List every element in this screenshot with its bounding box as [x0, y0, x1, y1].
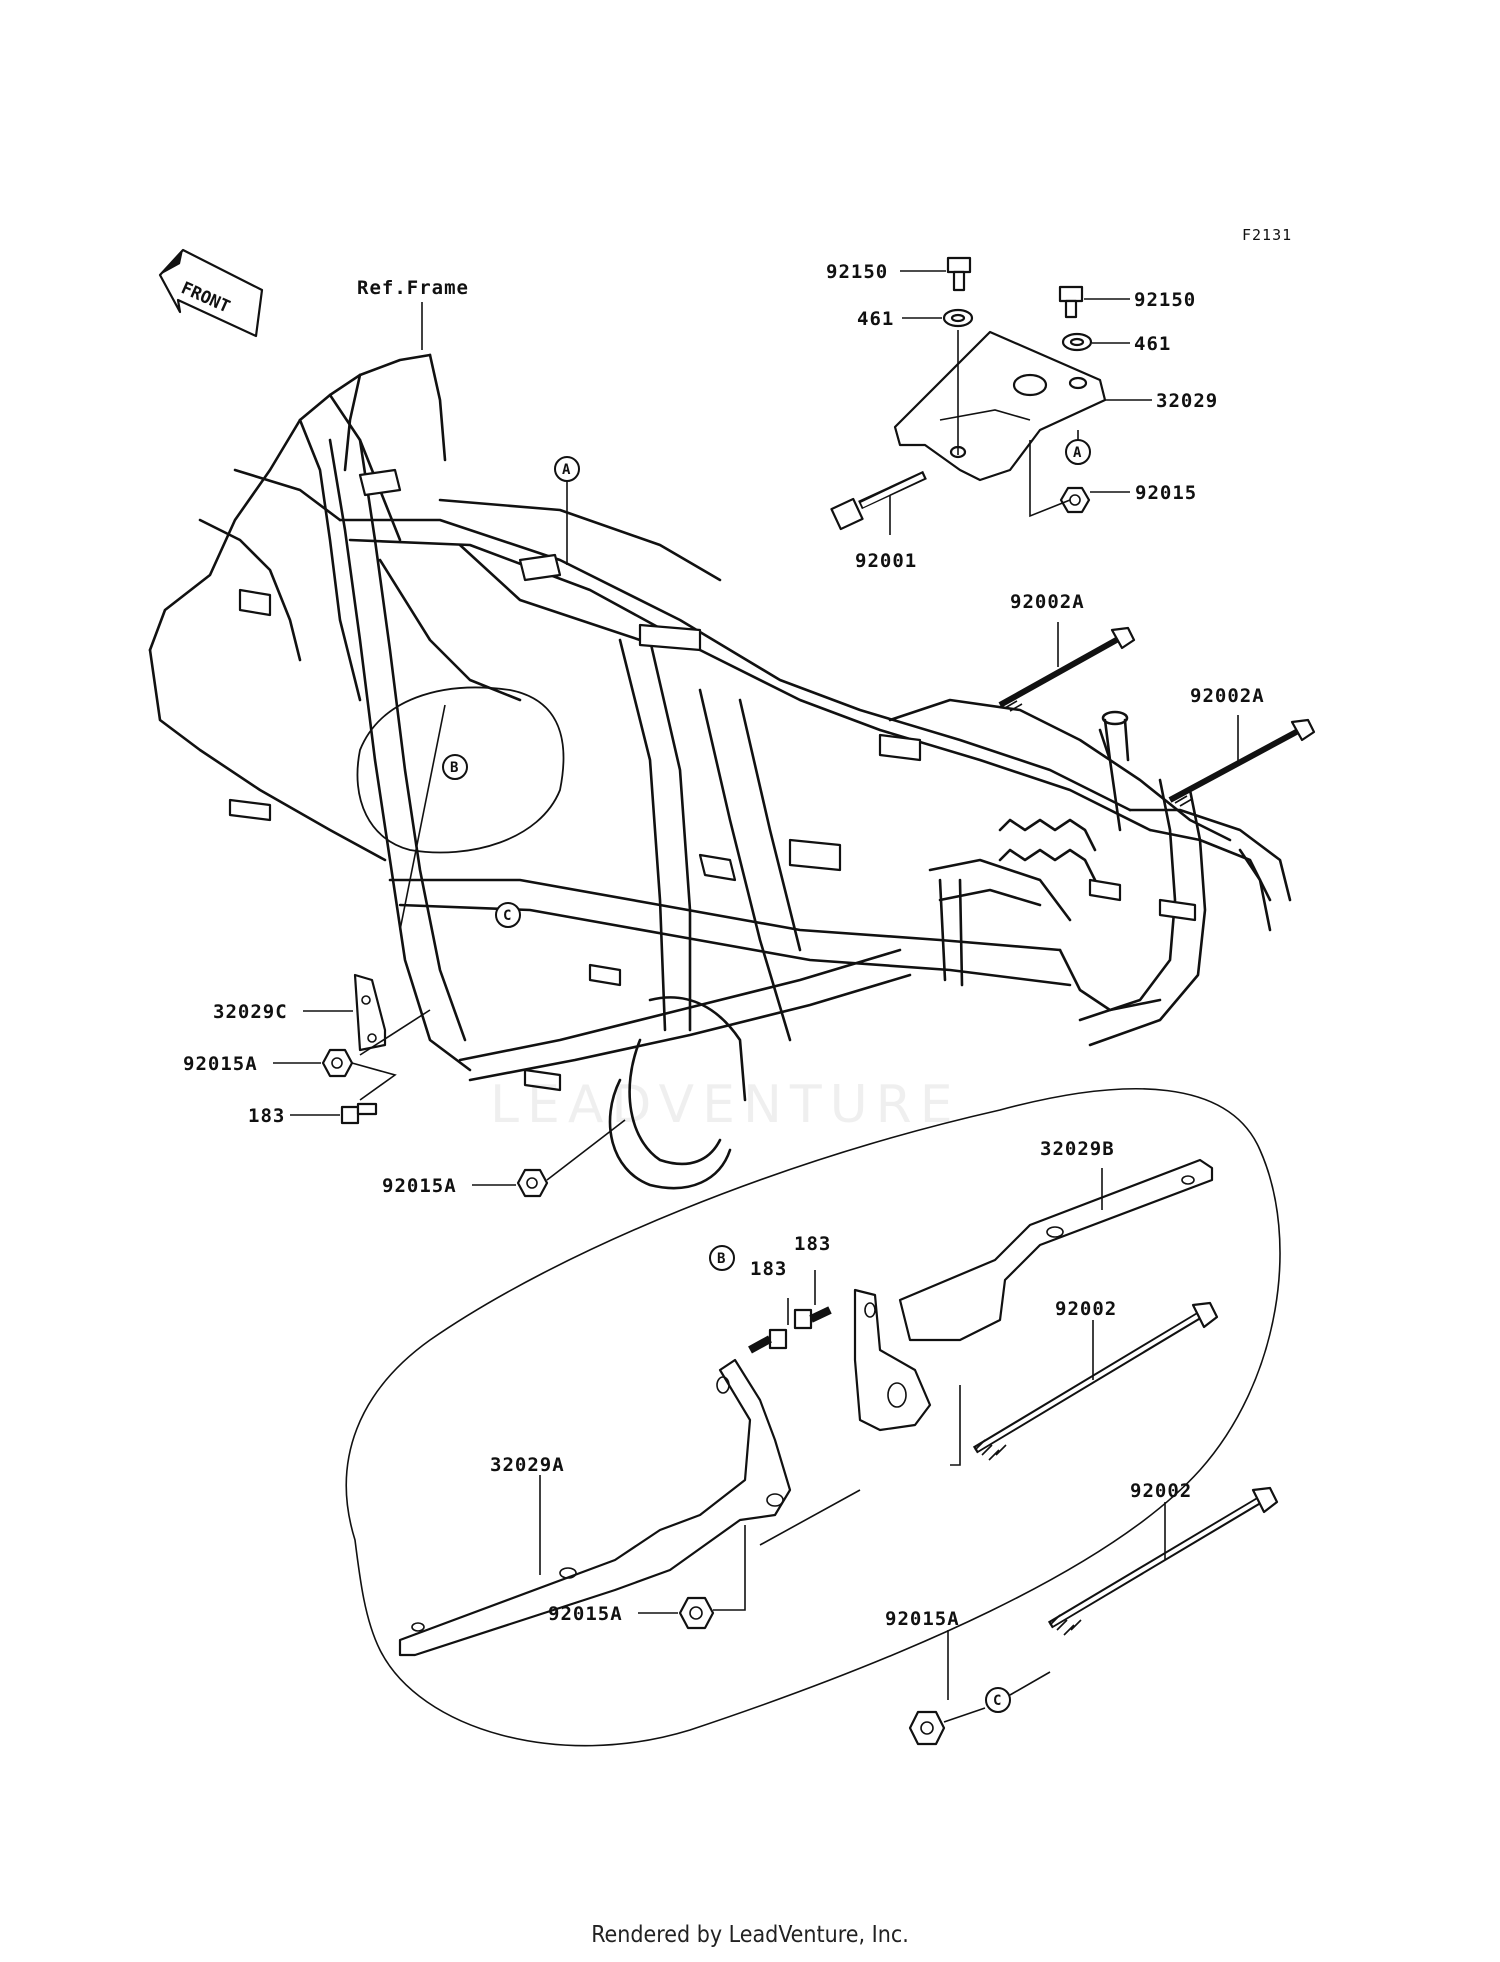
- label-461-left: 461: [857, 308, 894, 330]
- figure-id: F2131: [1242, 226, 1292, 244]
- bolt-183-inset-b: [793, 1306, 832, 1330]
- svg-text:B: B: [717, 1251, 725, 1267]
- svg-text:A: A: [562, 462, 571, 478]
- label-32029: 32029: [1156, 390, 1218, 412]
- washer-461-left: [942, 308, 974, 328]
- bolt-92001: [830, 470, 927, 531]
- label-92150-left: 92150: [826, 261, 888, 283]
- nut-92015A-inset: [678, 1596, 715, 1630]
- label-92001: 92001: [855, 550, 917, 572]
- callout-b-inset: B: [709, 1245, 735, 1271]
- label-32029A: 32029A: [490, 1454, 565, 1476]
- ref-frame-label: Ref.Frame: [357, 277, 469, 299]
- svg-text:C: C: [503, 908, 511, 924]
- nut-92015A-left: [321, 1048, 354, 1078]
- bracket-32029A: [398, 1358, 792, 1657]
- callout-b-frame: B: [442, 754, 468, 780]
- callout-a-bracket: A: [1065, 430, 1091, 465]
- label-92015A-frame: 92015A: [382, 1175, 457, 1197]
- label-92015: 92015: [1135, 482, 1197, 504]
- atv-frame: [148, 353, 1292, 1190]
- nut-92015A-frame: [516, 1168, 549, 1198]
- callout-a-frame: A: [554, 456, 580, 565]
- label-183-inset-a: 183: [750, 1258, 787, 1280]
- bolt-92002A-mid: [1168, 718, 1316, 807]
- bolt-92150-left: [946, 256, 972, 292]
- label-461-right: 461: [1134, 333, 1171, 355]
- label-92002-inset: 92002: [1055, 1298, 1117, 1320]
- label-92002-bottom: 92002: [1130, 1480, 1192, 1502]
- bolt-92002-bottom: [1047, 1486, 1279, 1636]
- footer-credit: Rendered by LeadVenture, Inc.: [591, 1922, 909, 1948]
- label-183-left: 183: [248, 1105, 285, 1127]
- bolt-92150-right: [1058, 285, 1084, 319]
- bracket-32029B: [853, 1158, 1214, 1432]
- bracket-32029C: [353, 973, 387, 1052]
- callout-c-bottom: C: [985, 1687, 1011, 1713]
- bolt-92002A-top: [998, 626, 1136, 712]
- watermark: LEADVENTURE: [490, 1075, 961, 1135]
- nut-92015A-bottom: [908, 1710, 946, 1746]
- svg-text:B: B: [450, 760, 458, 776]
- bolt-92002-inset: [972, 1301, 1219, 1461]
- label-92015A-bottom: 92015A: [885, 1608, 960, 1630]
- label-32029B: 32029B: [1040, 1138, 1115, 1160]
- nut-92015: [1059, 486, 1091, 514]
- washer-461-right: [1061, 332, 1093, 352]
- callout-c-frame: C: [495, 902, 521, 928]
- inset-outline: [345, 1087, 1281, 1747]
- label-92015A-inset: 92015A: [548, 1603, 623, 1625]
- label-92002A-mid: 92002A: [1190, 685, 1265, 707]
- label-183-inset-b: 183: [794, 1233, 831, 1255]
- front-arrow-icon: FRONT: [158, 248, 264, 338]
- bolt-183-inset-a: [748, 1328, 788, 1354]
- label-92015A-left: 92015A: [183, 1053, 258, 1075]
- label-92002A-top: 92002A: [1010, 591, 1085, 613]
- label-32029C: 32029C: [213, 1001, 288, 1023]
- bolt-183-left: [340, 1102, 378, 1125]
- svg-text:C: C: [993, 1693, 1001, 1709]
- svg-text:A: A: [1073, 445, 1082, 461]
- label-92150-right: 92150: [1134, 289, 1196, 311]
